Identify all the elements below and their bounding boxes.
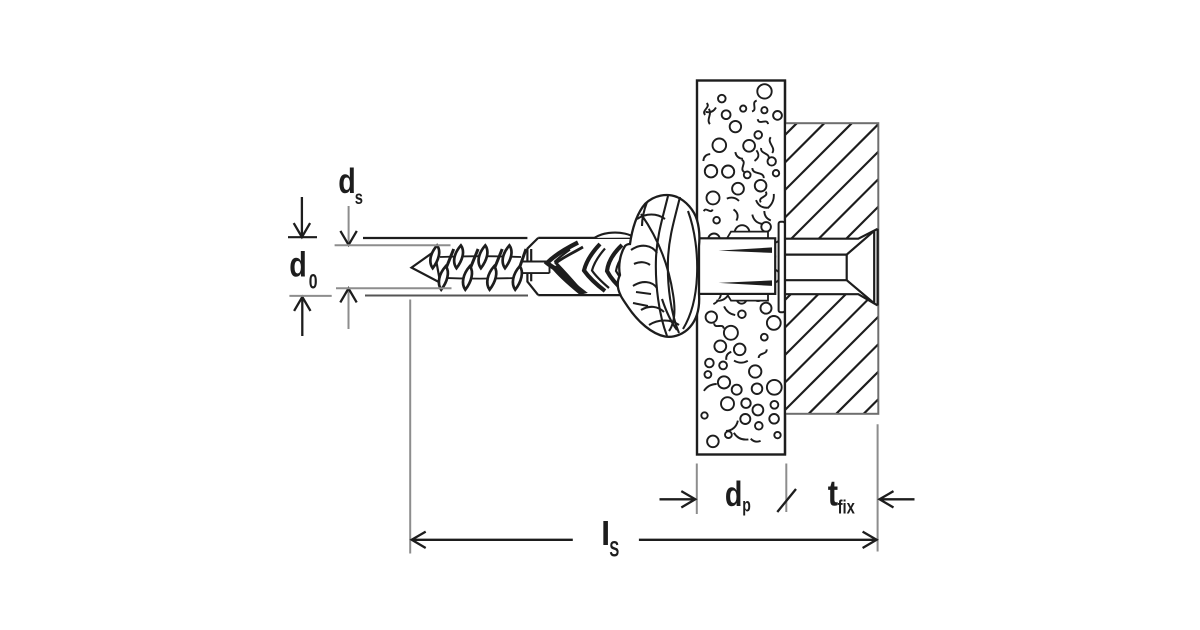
svg-text:fix: fix	[838, 497, 856, 518]
svg-text:d: d	[289, 245, 307, 284]
svg-text:s: s	[355, 187, 363, 208]
svg-text:0: 0	[309, 269, 318, 293]
svg-text:d: d	[725, 474, 743, 513]
svg-text:S: S	[609, 537, 619, 562]
svg-text:p: p	[742, 494, 751, 516]
svg-text:d: d	[338, 161, 356, 200]
svg-text:t: t	[828, 474, 838, 514]
svg-text:l: l	[601, 516, 610, 553]
